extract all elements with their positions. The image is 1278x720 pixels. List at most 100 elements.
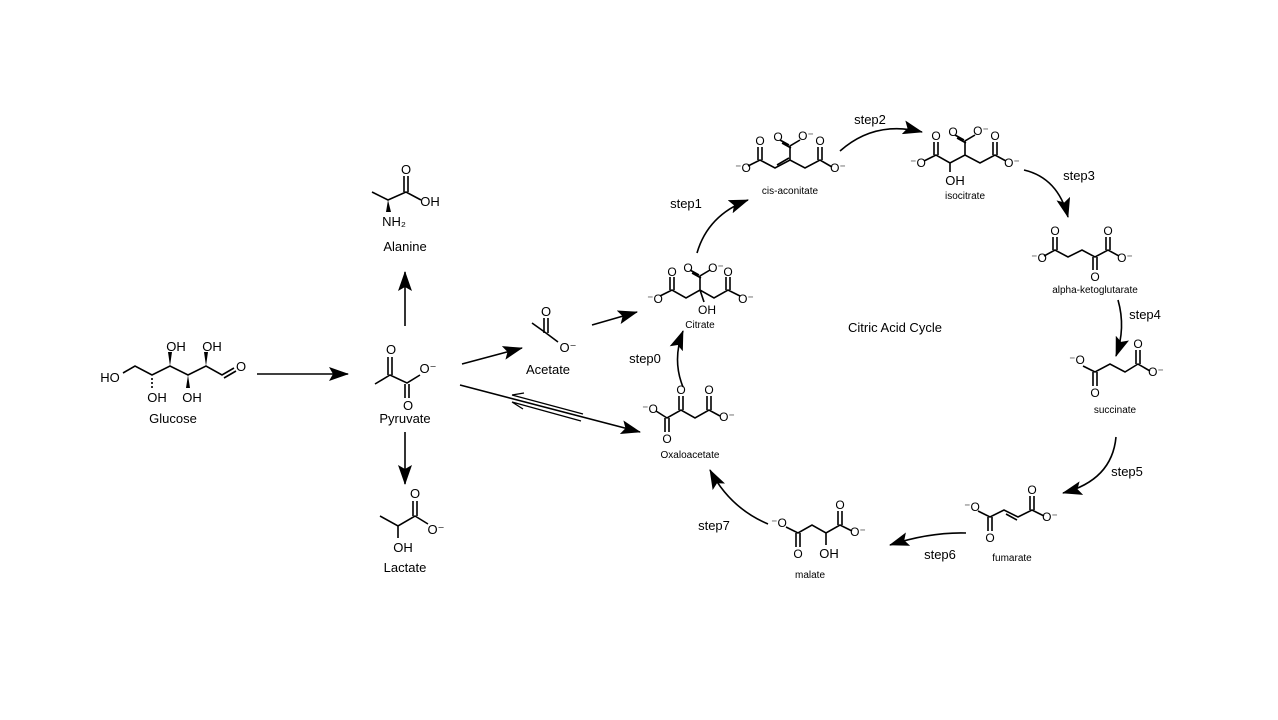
atom-label: O — [676, 383, 685, 397]
atom-label: O⁻ — [428, 522, 445, 537]
molecule-label: malate — [795, 570, 825, 581]
atom-label: O⁻ — [850, 525, 866, 539]
step-label: step6 — [924, 547, 956, 562]
atom-label: O⁻ — [973, 124, 989, 138]
molecule-oxaloacetate: ⁻O O O O O⁻ Oxaloacetate — [642, 383, 735, 461]
atom-label: OH — [393, 540, 413, 555]
molecule-isocitrate: ⁻O O OH O O⁻ O O⁻ isocitrate — [910, 124, 1020, 202]
arrow-step1 — [696, 199, 749, 254]
atom-label: O — [683, 261, 692, 275]
atom-label: OH — [202, 339, 222, 354]
atom-label: O — [541, 304, 551, 319]
molecule-citrate: ⁻O O O O⁻ O O⁻ OH Citrate — [647, 261, 754, 331]
arrow-step7 — [709, 469, 769, 525]
atom-label: HO — [100, 370, 120, 385]
molecule-label: cis-aconitate — [762, 186, 819, 197]
atom-label: O⁻ — [738, 292, 754, 306]
atom-label: O — [1027, 483, 1036, 497]
atom-label: O — [793, 547, 802, 561]
atom-label: O — [773, 130, 782, 144]
atom-label: O — [386, 342, 396, 357]
atom-label: NH₂ — [382, 214, 406, 229]
arrow-step6 — [889, 532, 967, 546]
molecule-fumarate: ⁻O O O O⁻ fumarate — [964, 483, 1058, 564]
atom-label: O⁻ — [1148, 365, 1164, 379]
atom-label: O — [755, 134, 764, 148]
atom-label: O⁻ — [798, 129, 814, 143]
molecule-label: Alanine — [383, 239, 426, 254]
arrow-acetate-to-citrate — [591, 310, 638, 326]
atom-label: OH — [420, 194, 440, 209]
molecule-label: Glucose — [149, 411, 197, 426]
step-label: step3 — [1063, 168, 1095, 183]
atom-label: O — [410, 486, 420, 501]
atom-label: O — [236, 359, 246, 374]
arrow-pyruvate-to-oxaloacetate — [459, 384, 641, 434]
atom-label: O — [1133, 337, 1142, 351]
molecule-label: Pyruvate — [379, 411, 430, 426]
atom-label: O — [931, 129, 940, 143]
step-label: step0 — [629, 351, 661, 366]
atom-label: O⁻ — [560, 340, 577, 355]
atom-label: ⁻O — [1031, 251, 1047, 265]
arrow-reverse-triple — [511, 392, 584, 422]
step-label: step1 — [670, 196, 702, 211]
atom-label: O⁻ — [708, 261, 724, 275]
atom-label: O — [667, 265, 676, 279]
atom-label: ⁻O — [771, 516, 787, 530]
molecule-label: isocitrate — [945, 191, 985, 202]
atom-label: OH — [147, 390, 167, 405]
molecule-acetate: O O⁻ Acetate — [526, 304, 577, 377]
wedge-bond — [168, 352, 208, 388]
atom-label: OH — [166, 339, 186, 354]
atom-label: ⁻O — [642, 402, 658, 416]
molecule-cis-aconitate: ⁻O O O O⁻ O O⁻ cis-aconitate — [735, 129, 846, 197]
molecule-label: Oxaloacetate — [661, 450, 720, 461]
arrow-step5 — [1062, 436, 1117, 495]
atom-label: O — [401, 162, 411, 177]
atom-label: O — [723, 265, 732, 279]
molecule-label: succinate — [1094, 405, 1137, 416]
atom-label: ⁻O — [964, 500, 980, 514]
cycle-title: Citric Acid Cycle — [848, 320, 942, 335]
atom-label: O — [662, 432, 671, 446]
step-label: step7 — [698, 518, 730, 533]
atom-label: O — [815, 134, 824, 148]
atom-label: O — [1050, 224, 1059, 238]
molecule-malate: ⁻O O OH O O⁻ malate — [771, 498, 866, 581]
atom-label: OH — [182, 390, 202, 405]
molecule-label: Lactate — [384, 560, 427, 575]
molecule-label: Acetate — [526, 362, 570, 377]
molecule-label: Citrate — [685, 320, 715, 331]
atom-label: O — [990, 129, 999, 143]
molecule-label: alpha-ketoglutarate — [1052, 285, 1138, 296]
arrow-pyruvate-to-acetate — [461, 346, 523, 365]
atom-label: O — [403, 398, 413, 413]
atom-label: O⁻ — [1117, 251, 1133, 265]
molecule-pyruvate: O O⁻ O Pyruvate — [374, 342, 437, 426]
molecule-alpha-ketoglutarate: ⁻O O O O O⁻ alpha-ketoglutarate — [1031, 224, 1138, 296]
atom-label: ⁻O — [910, 156, 926, 170]
atom-label: O⁻ — [719, 410, 735, 424]
atom-label: O — [1090, 386, 1099, 400]
molecule-lactate: O O⁻ OH Lactate — [379, 486, 445, 575]
atom-label: ⁻O — [735, 161, 751, 175]
atom-label: O⁻ — [830, 161, 846, 175]
arrow-step3 — [1023, 169, 1071, 218]
molecule-succinate: ⁻O O O O⁻ succinate — [1069, 337, 1164, 416]
atom-label: O — [704, 383, 713, 397]
atom-label: ⁻O — [1069, 353, 1085, 367]
atom-label: OH — [819, 546, 839, 561]
atom-label: O⁻ — [420, 361, 437, 376]
molecule-label: fumarate — [992, 553, 1032, 564]
atom-label: ⁻O — [647, 292, 663, 306]
molecule-glucose: HO OH OH OH OH O Glucose — [100, 339, 246, 426]
atom-label: OH — [945, 173, 965, 188]
arrow-step0 — [669, 330, 684, 388]
atom-label: O — [948, 125, 957, 139]
step-label: step4 — [1129, 307, 1161, 322]
arrow-step2 — [839, 120, 923, 152]
arrow-step4 — [1115, 299, 1129, 357]
atom-label: O — [985, 531, 994, 545]
